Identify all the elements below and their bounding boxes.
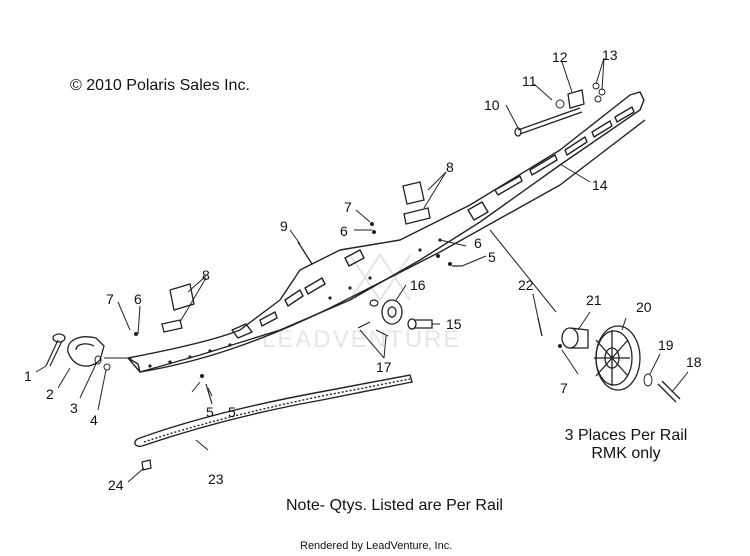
bumper-8-top <box>402 181 431 225</box>
axle-21 <box>561 327 589 349</box>
callout-17: 17 <box>376 359 392 375</box>
callout-4: 4 <box>90 412 98 428</box>
nuts-13 <box>592 82 606 103</box>
callout-24: 24 <box>108 477 124 493</box>
callout-19: 19 <box>658 337 674 353</box>
fasteners <box>134 222 562 378</box>
watermark-text: LEADVENTURE <box>262 326 461 353</box>
nut-4 <box>103 363 111 371</box>
pins-17 <box>357 299 389 337</box>
callout-5: 5 <box>206 404 214 420</box>
callout-6: 6 <box>474 235 482 251</box>
bolt-1 <box>45 333 66 367</box>
end-cap-2 <box>67 336 105 367</box>
callout-12: 12 <box>552 49 568 65</box>
washer-3 <box>94 355 102 365</box>
callout-13: 13 <box>602 47 618 63</box>
nut-11 <box>555 99 565 109</box>
callout-11: 11 <box>522 73 537 89</box>
callout-20: 20 <box>636 299 652 315</box>
fastener-pins <box>205 265 462 405</box>
watermark-logo <box>349 253 411 302</box>
slide-rail <box>127 91 646 373</box>
hyfax-slide <box>134 374 413 448</box>
bolt-10 <box>514 107 583 137</box>
note-places-per-rail: 3 Places Per Rail <box>564 427 688 444</box>
callout-5: 5 <box>228 404 236 420</box>
plate-12 <box>567 89 585 109</box>
callout-6: 6 <box>340 223 348 239</box>
wheel-20 <box>594 325 641 391</box>
callout-6: 6 <box>134 291 142 307</box>
callout-18: 18 <box>686 354 702 370</box>
copyright-text: © 2010 Polaris Sales Inc. <box>70 77 250 94</box>
idler-16 <box>381 299 403 325</box>
callout-7: 7 <box>106 291 114 307</box>
callout-16: 16 <box>410 277 426 293</box>
callout-7: 7 <box>344 199 352 215</box>
callout-14: 14 <box>592 177 608 193</box>
callout-10: 10 <box>484 97 500 113</box>
callout-15: 15 <box>446 316 462 332</box>
callout-8: 8 <box>446 159 454 175</box>
note-rmk-only: RMK only <box>591 445 661 462</box>
callout-labels: 1 <box>24 368 32 384</box>
bolt-22 <box>537 317 543 337</box>
callout-8: 8 <box>202 267 210 283</box>
callout-7: 7 <box>560 380 568 396</box>
callout-2: 2 <box>46 386 54 402</box>
callout-21: 21 <box>586 292 602 308</box>
callout-9: 9 <box>280 218 288 234</box>
callout-23: 23 <box>208 471 224 487</box>
callout-3: 3 <box>70 400 78 416</box>
rendered-by-footer: Rendered by LeadVenture, Inc. <box>300 540 453 552</box>
leader-lines <box>35 57 689 483</box>
bolt-18 <box>657 380 681 403</box>
bumper-8-left <box>161 283 195 333</box>
callout-5: 5 <box>488 249 496 265</box>
bolt-9 <box>297 241 313 265</box>
callout-1: 1 <box>24 368 32 384</box>
callout-22: 22 <box>518 277 534 293</box>
washer-19 <box>643 373 653 387</box>
screw-24 <box>141 459 152 471</box>
note-qty-per-rail: Note- Qtys. Listed are Per Rail <box>286 497 503 514</box>
